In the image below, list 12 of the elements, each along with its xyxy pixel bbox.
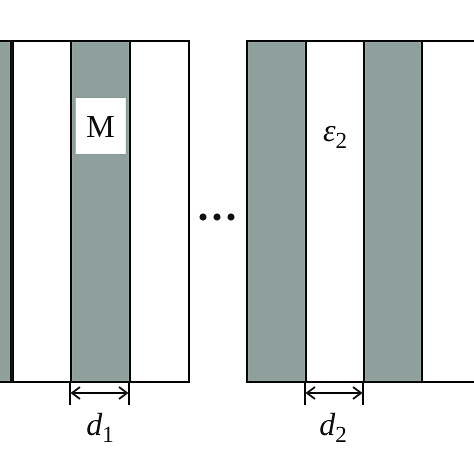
shaded-layer bbox=[0, 40, 12, 383]
layer-label: M bbox=[75, 98, 126, 154]
layer bbox=[129, 40, 190, 383]
shaded-layer bbox=[363, 40, 423, 383]
layer bbox=[305, 40, 365, 383]
layer bbox=[12, 40, 72, 383]
thickness-label: d$_{1}$ bbox=[86, 408, 114, 440]
thickness-label: d$_{2}$ bbox=[319, 408, 347, 440]
layer-label: ε$_{2}$ bbox=[322, 114, 348, 146]
layer bbox=[421, 40, 474, 383]
shaded-layer bbox=[70, 40, 131, 383]
shaded-layer bbox=[246, 40, 307, 383]
